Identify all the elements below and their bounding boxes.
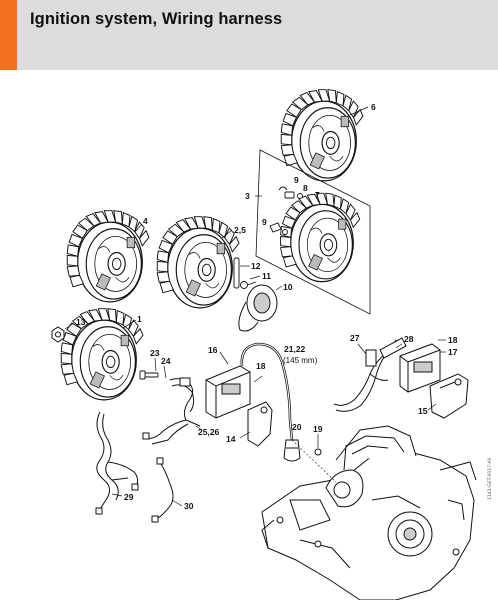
callout-27: 27 xyxy=(350,333,360,343)
callout-29: 29 xyxy=(124,492,134,502)
callout-6: 6 xyxy=(371,102,376,112)
flywheel-part-4 xyxy=(66,210,150,303)
callout-7: 7 xyxy=(315,190,320,200)
callout-1: 1 xyxy=(137,314,142,324)
callout-10: 10 xyxy=(283,282,293,292)
screw-part-11 xyxy=(240,281,257,289)
callout-18a: 18 xyxy=(256,361,266,371)
callout-9a: 9 xyxy=(294,175,299,185)
callout-23: 23 xyxy=(150,348,160,358)
ignition-module-10 xyxy=(238,284,278,332)
flywheel-kit xyxy=(280,192,361,283)
callout-24: 24 xyxy=(161,356,171,366)
screw-part-12 xyxy=(233,257,240,289)
chainsaw-engine-outline xyxy=(261,425,477,600)
callout-19: 19 xyxy=(313,424,323,434)
cover-part-14 xyxy=(247,401,273,447)
wire-harness-29 xyxy=(95,411,139,515)
callout-13: 13 xyxy=(76,317,86,327)
callout-18b: 18 xyxy=(448,335,458,345)
page-header: Ignition system, Wiring harness xyxy=(0,0,498,70)
flywheel-part-2-5 xyxy=(156,216,240,309)
page-title: Ignition system, Wiring harness xyxy=(30,10,283,28)
cover-part-15 xyxy=(429,373,469,419)
callout-25-26a: 25,26 xyxy=(198,427,220,437)
kit-frame xyxy=(255,149,371,315)
callout-28: 28 xyxy=(404,334,414,344)
callout-17: 17 xyxy=(448,347,458,357)
callout-11: 11 xyxy=(262,271,271,281)
callout-20: 20 xyxy=(292,422,302,432)
callout-3: 3 xyxy=(245,191,250,201)
wire-harness-30 xyxy=(151,457,174,523)
ignition-coil-right xyxy=(399,343,441,393)
screw-part-19 xyxy=(314,448,322,456)
flywheel-part-1 xyxy=(60,308,144,401)
callout-9b: 9 xyxy=(262,217,267,227)
callout-4: 4 xyxy=(143,216,148,226)
nut-part-13 xyxy=(51,326,65,343)
spark-plug-boot-20 xyxy=(283,439,301,462)
callout-16: 16 xyxy=(208,345,218,355)
header-accent-bar xyxy=(0,0,17,70)
switch-harness-27-28 xyxy=(333,337,407,412)
callout-12: 12 xyxy=(251,261,261,271)
pawl-parts xyxy=(269,186,303,235)
ignition-coil-16 xyxy=(205,365,251,419)
callout-14: 14 xyxy=(226,434,236,444)
callout-21-22-length: (145 mm) xyxy=(283,356,318,365)
callout-8: 8 xyxy=(303,183,308,193)
callout-15: 15 xyxy=(418,406,428,416)
exploded-parts-diagram: 6 3 9 8 7 9 4 2,5 12 11 10 xyxy=(51,89,477,600)
screw-part-23 xyxy=(139,370,159,380)
wiring-harness-25-26 xyxy=(142,377,201,445)
callout-30: 30 xyxy=(184,501,194,511)
callout-2-5: 2,5 xyxy=(234,225,246,235)
document-reference: 1143-GET-0017-A0 xyxy=(488,457,493,500)
callout-21-22: 21,22 xyxy=(284,344,306,354)
